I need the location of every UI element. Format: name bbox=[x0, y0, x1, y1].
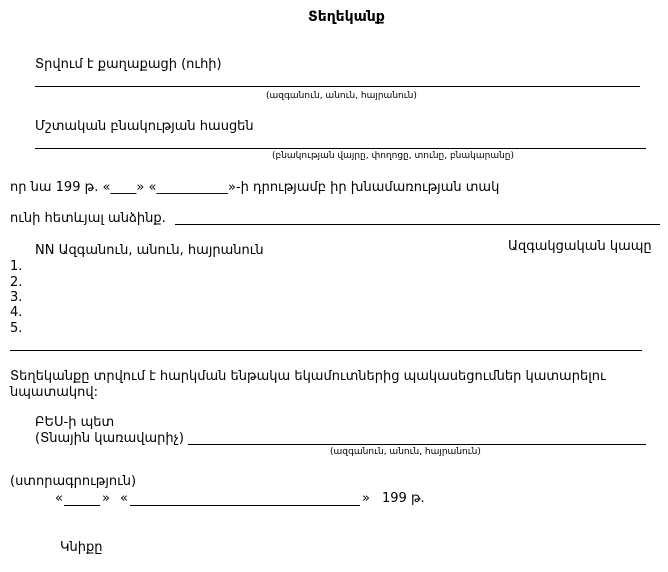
member-row-number: 5. bbox=[10, 321, 23, 336]
sign-date-year: 199 թ. bbox=[382, 491, 425, 506]
sign-day-field-line[interactable] bbox=[64, 505, 100, 506]
issued-to-label: Տրվում է քաղաքացի (ուհի) bbox=[35, 57, 222, 72]
document-title: Տեղեկանք bbox=[308, 9, 385, 25]
sign-month-field-line[interactable] bbox=[130, 505, 360, 506]
sign-date-close-2: » bbox=[362, 491, 370, 506]
purpose-line-1: Տեղեկանքը տրվում է հարկման ենթակա եկամու… bbox=[10, 369, 606, 384]
family-field-line[interactable] bbox=[175, 224, 660, 225]
purpose-line-2: նպատակով: bbox=[10, 385, 98, 400]
residence-hint: (բնակության վայրը, փողոցը, տունը, բնակար… bbox=[272, 151, 515, 161]
issued-to-hint: (ազգանուն, անուն, հայրանուն) bbox=[266, 91, 417, 101]
member-row-number: 4. bbox=[10, 305, 23, 320]
family-line-label: ունի հետևյալ անձինք. bbox=[10, 211, 166, 226]
signature-label: (ստորագրություն) bbox=[10, 474, 137, 489]
members-divider bbox=[10, 350, 642, 351]
members-header-name: NN Ազգանուն, անուն, հայրանուն bbox=[35, 243, 264, 258]
head-label: ԲԵՍ-ի պետ bbox=[35, 415, 115, 430]
head-hint: (ազգանուն, անուն, հայրանուն) bbox=[330, 447, 481, 457]
sign-date-open-2: « bbox=[120, 491, 128, 506]
residence-label: Մշտական բնակության հասցեն bbox=[35, 119, 254, 134]
residence-field-line[interactable] bbox=[35, 148, 646, 149]
head-field-line[interactable] bbox=[188, 444, 646, 445]
member-row-number: 2. bbox=[10, 275, 23, 290]
date-line: որ նա 199 թ. «____» «___________»-ի դրու… bbox=[10, 180, 500, 195]
seal-label: Կնիքը bbox=[60, 540, 103, 555]
issued-to-field-line[interactable] bbox=[35, 86, 640, 87]
sign-date-close-1: » bbox=[102, 491, 110, 506]
head-sublabel: (Տնային կառավարիչ) bbox=[35, 431, 184, 446]
member-row-number: 3. bbox=[10, 290, 23, 305]
members-header-relation: Ազգակցական կապը bbox=[508, 239, 652, 254]
sign-date-open-1: « bbox=[55, 491, 63, 506]
member-row-number: 1. bbox=[10, 259, 23, 274]
